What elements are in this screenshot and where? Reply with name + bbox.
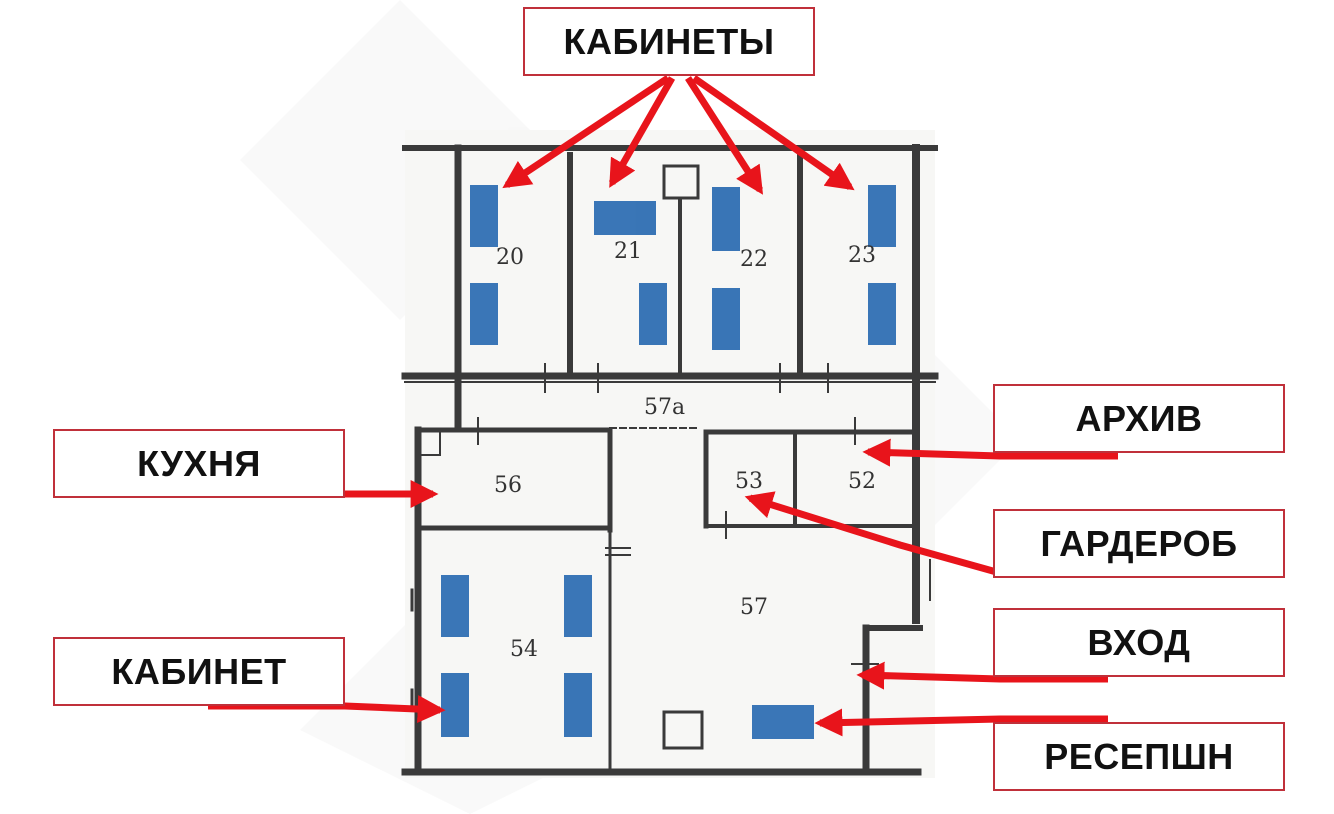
room-numbers: 20 21 22 23 57а 56 53 52 57 54 (494, 239, 876, 662)
label-entrance: ВХОД (993, 608, 1285, 677)
arrow-reception (814, 708, 1108, 737)
arrow-entrance (856, 661, 1108, 690)
arrow-wardrobe (744, 491, 1001, 577)
label-offices: КАБИНЕТЫ (523, 7, 815, 76)
label-office: КАБИНЕТ (53, 637, 345, 706)
arrow-offices-3 (685, 76, 764, 195)
desk (712, 288, 740, 350)
label-archive: АРХИВ (993, 384, 1285, 453)
room-number-54: 54 (510, 637, 538, 662)
arrow-archive (862, 438, 1118, 467)
desk (594, 201, 656, 235)
walls (401, 144, 939, 776)
desk (441, 673, 469, 737)
room-number-57: 57 (740, 595, 768, 620)
desk (868, 283, 896, 345)
room-number-57a: 57а (644, 395, 685, 420)
label-reception: РЕСЕПШН (993, 722, 1285, 791)
desk (639, 283, 667, 345)
desk (564, 673, 592, 737)
label-wardrobe: ГАРДЕРОБ (993, 509, 1285, 578)
desk (564, 575, 592, 637)
arrow-offices-4 (691, 75, 855, 191)
desk (712, 187, 740, 251)
room-number-20: 20 (496, 245, 524, 270)
room-number-52: 52 (848, 469, 876, 494)
desk (470, 185, 498, 247)
desk (441, 575, 469, 637)
desk-reception (752, 705, 814, 739)
desk (868, 185, 896, 247)
room-number-56: 56 (494, 473, 522, 498)
room-number-53: 53 (735, 469, 763, 494)
arrow-offices-1 (502, 75, 670, 189)
room-number-21: 21 (614, 239, 642, 264)
desk (470, 283, 498, 345)
arrow-office (208, 695, 446, 724)
room-number-23: 23 (848, 243, 876, 268)
room-number-22: 22 (740, 247, 768, 272)
label-kitchen: КУХНЯ (53, 429, 345, 498)
desks (441, 185, 896, 739)
arrow-offices-2 (608, 76, 676, 188)
